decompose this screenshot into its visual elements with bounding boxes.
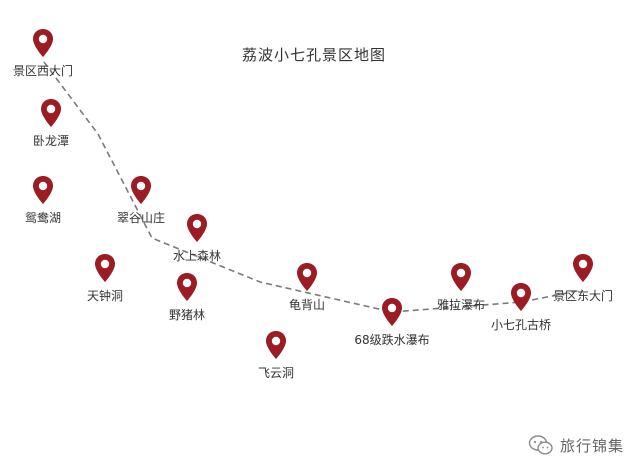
spot-label: 水上森林 — [172, 249, 222, 263]
spot-label: 小七孔古桥 — [490, 318, 552, 332]
spot-label: 景区东大门 — [552, 289, 614, 303]
spot-label: 龟背山 — [288, 298, 326, 312]
spot-label: 卧龙潭 — [32, 134, 70, 148]
map-pin-icon — [95, 254, 115, 282]
watermark: 旅行锦集 — [528, 434, 624, 456]
map-pin-icon — [451, 263, 471, 291]
spot-label: 68级跌水瀑布 — [354, 333, 430, 347]
map-pin-icon — [297, 263, 317, 291]
map-pin-icon — [382, 298, 402, 326]
route-dashed-line — [43, 61, 583, 313]
map-pin-icon — [187, 214, 207, 242]
map-pin-icon — [33, 176, 53, 204]
spot-label: 雅拉瀑布 — [436, 298, 486, 312]
spot-label: 鸳鸯湖 — [24, 211, 62, 225]
map-pin-icon — [33, 29, 53, 57]
map-title: 荔波小七孔景区地图 — [242, 46, 387, 64]
map-pin-icon — [41, 99, 61, 127]
spot-label: 天钟洞 — [86, 289, 124, 303]
map-pin-icon — [511, 283, 531, 311]
map-pin-icon — [131, 176, 151, 204]
spot-label: 飞云洞 — [257, 366, 295, 380]
wechat-icon — [528, 435, 553, 455]
spot-label: 野猪林 — [168, 308, 206, 322]
map-pin-icon — [266, 331, 286, 359]
map-pin-icon — [177, 273, 197, 301]
map-pin-icon — [573, 254, 593, 282]
spot-label: 翠谷山庄 — [116, 211, 166, 225]
watermark-text: 旅行锦集 — [560, 436, 625, 455]
spot-label: 景区西大门 — [12, 64, 74, 78]
